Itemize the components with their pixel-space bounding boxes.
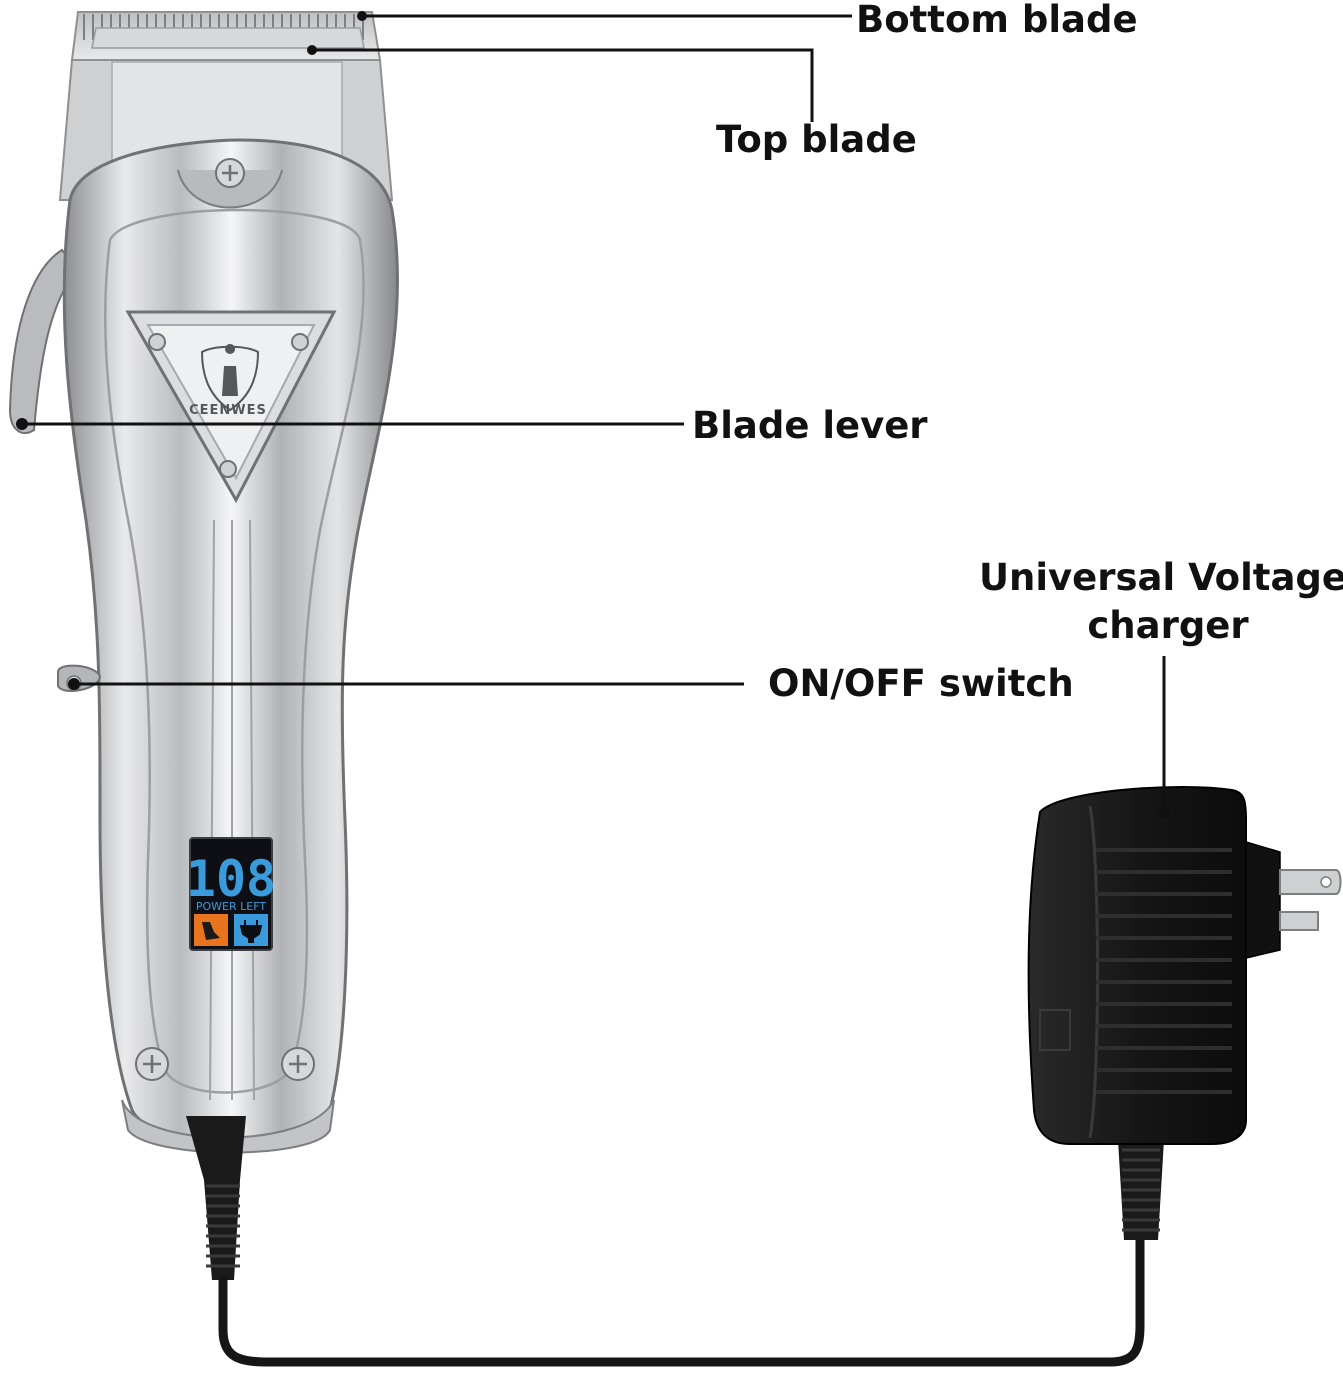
logo-badge: CEENWES — [125, 310, 337, 504]
cable-wire — [218, 1225, 1145, 1367]
body-centre-ridge — [209, 519, 255, 1101]
top-notch — [177, 169, 283, 209]
label-bottom-blade: Bottom blade — [856, 0, 1138, 41]
bottom-left-screw — [135, 1047, 169, 1081]
plug-strain-relief — [206, 1184, 240, 1268]
tap-icon — [202, 922, 220, 940]
plug-prong-top — [1279, 869, 1342, 895]
charger-plug-mount — [1245, 840, 1281, 959]
charger-ribs — [1096, 848, 1232, 1094]
bottom-blade-dot — [357, 11, 367, 21]
base-plate — [121, 1099, 335, 1154]
blade-lever[interactable] — [8, 248, 80, 435]
bottom-right-screw — [281, 1047, 315, 1081]
power-cable — [186, 1116, 1164, 1367]
label-top-blade: Top blade — [716, 118, 917, 161]
top-screw — [215, 158, 245, 188]
battery-display: 108 POWER LEFT — [186, 837, 276, 951]
charger-dot — [1158, 806, 1170, 818]
top-blade — [91, 27, 365, 49]
wall-charger — [1027, 785, 1342, 1145]
callout-lines — [16, 11, 1170, 818]
hair-clipper: CEENWES 108 POWER LEFT — [8, 11, 400, 1154]
plug-prong-bottom — [1279, 911, 1319, 931]
label-on-off-switch: ON/OFF switch — [768, 662, 1074, 705]
top-blade-dot — [307, 45, 317, 55]
charger-body — [1027, 785, 1247, 1145]
switch-dot — [68, 678, 80, 690]
brand-name: CEENWES — [189, 403, 267, 418]
display-caption: POWER LEFT — [196, 900, 266, 913]
person-icon — [222, 344, 238, 396]
clipper-plug — [186, 1116, 246, 1280]
blade-lever-dot — [16, 418, 28, 430]
top-blade-leader — [312, 48, 814, 122]
label-charger-line2: charger — [1087, 604, 1249, 647]
label-blade-lever: Blade lever — [692, 404, 928, 447]
label-charger-line1: Universal Voltage — [979, 556, 1343, 599]
display-digits: 108 — [186, 850, 276, 908]
charger-label-window — [1039, 1009, 1071, 1051]
clipper-body[interactable] — [62, 138, 400, 1142]
charger-side-face — [1088, 805, 1099, 1139]
plug-icon — [239, 920, 263, 943]
